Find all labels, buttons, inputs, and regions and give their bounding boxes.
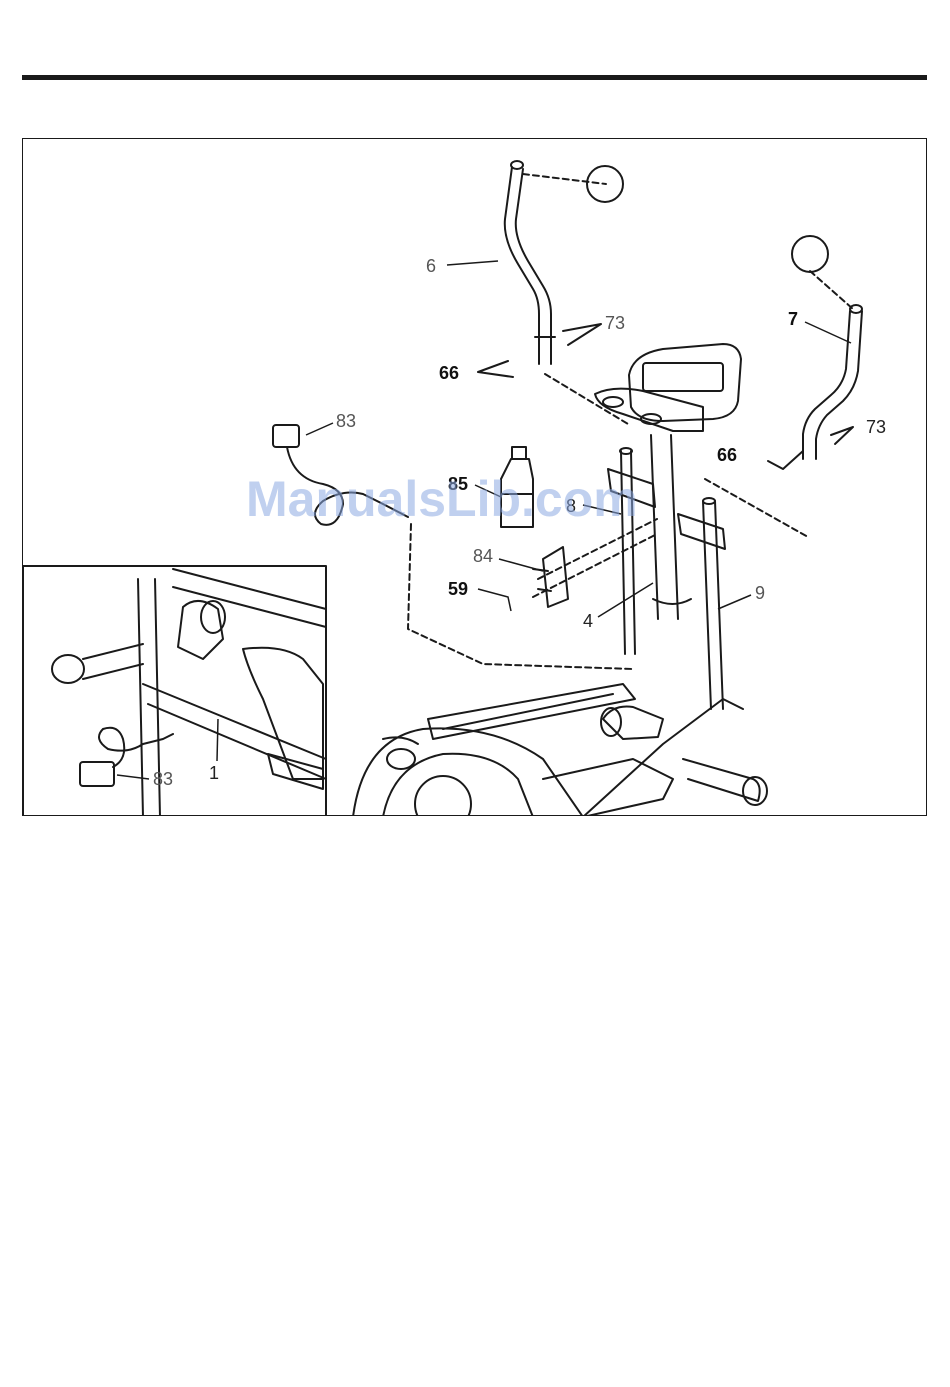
label-7: 7 — [788, 309, 798, 329]
left-handlebar-part-6 — [505, 161, 606, 364]
bottle-cage-part-84 — [533, 547, 568, 607]
header-rule — [22, 75, 927, 80]
label-4: 4 — [583, 611, 593, 631]
label-66-left: 66 — [439, 363, 459, 383]
inset-detail — [23, 566, 326, 816]
label-84: 84 — [473, 546, 493, 566]
label-83-inset: 83 — [153, 769, 173, 789]
right-handlebar-part-7 — [803, 271, 862, 459]
label-83-top: 83 — [336, 411, 356, 431]
detail-circle-right — [792, 236, 828, 272]
label-73-right: 73 — [866, 417, 886, 437]
elliptical-base — [353, 684, 767, 816]
label-59: 59 — [448, 579, 468, 599]
upright-post-part-4 — [651, 435, 691, 619]
console-assembly — [545, 344, 741, 431]
label-66-right: 66 — [717, 445, 737, 465]
label-6: 6 — [426, 256, 436, 276]
label-1: 1 — [209, 763, 219, 783]
arm-part-9 — [678, 479, 808, 709]
label-73-left: 73 — [605, 313, 625, 333]
watermark: ManualsLib.com — [246, 470, 638, 528]
label-9: 9 — [755, 583, 765, 603]
